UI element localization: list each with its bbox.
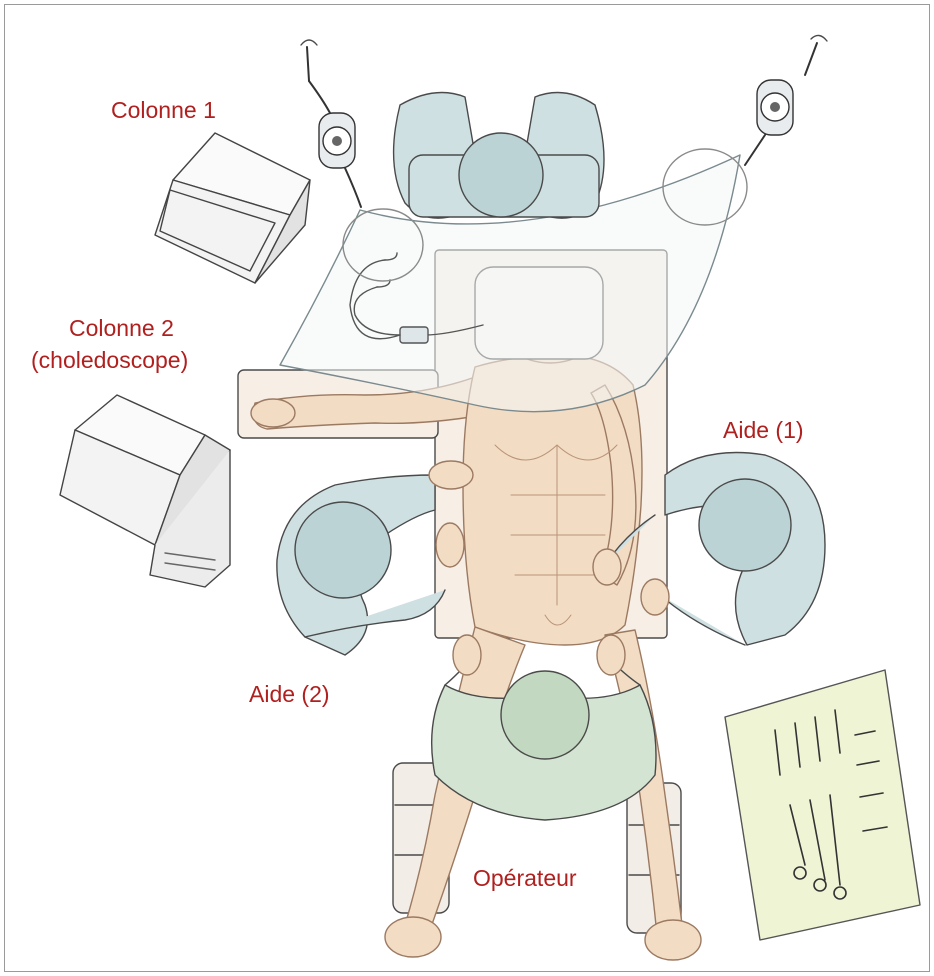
label-aide-1: Aide (1)	[723, 415, 804, 445]
monitor-colonne-1	[155, 133, 310, 283]
label-operateur: Opérateur	[473, 863, 577, 893]
figure-frame: Colonne 1 Colonne 2 (choledoscope) Aide …	[4, 4, 930, 972]
surgical-lamp-right	[745, 35, 827, 165]
operating-room-diagram	[5, 5, 929, 971]
label-colonne-2: Colonne 2	[69, 313, 174, 343]
label-colonne-2-sub: (choledoscope)	[31, 345, 188, 375]
instrument-tray	[725, 670, 920, 940]
label-colonne-1: Colonne 1	[111, 95, 216, 125]
top-surgeon	[394, 93, 604, 219]
operateur-figure	[432, 635, 656, 820]
monitor-colonne-2	[60, 395, 230, 587]
label-aide-2: Aide (2)	[249, 679, 330, 709]
